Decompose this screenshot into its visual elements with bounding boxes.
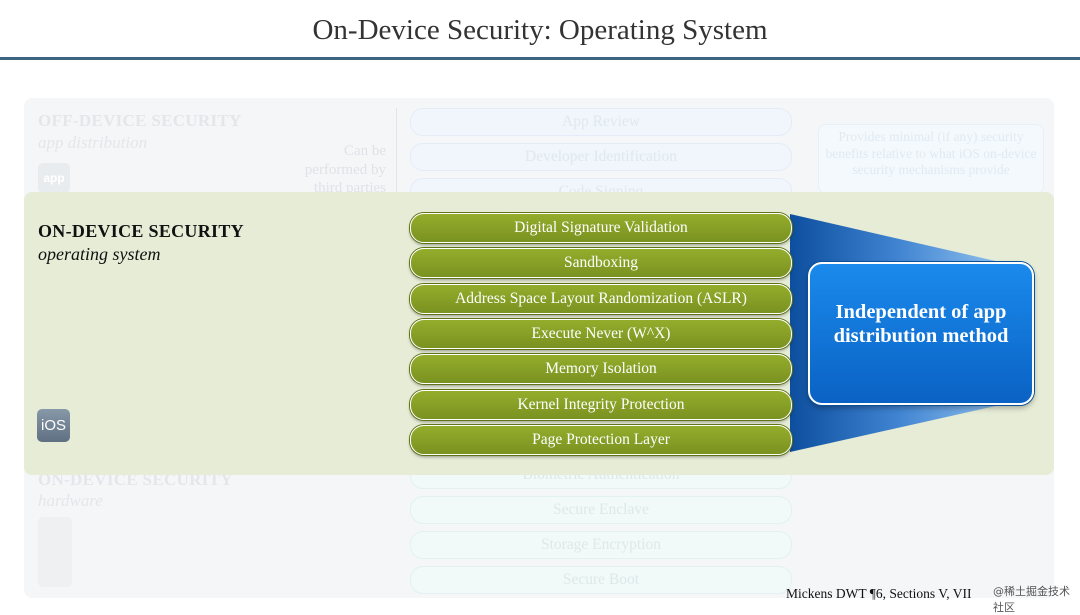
citation: Mickens DWT ¶6, Sections V, VII (786, 586, 972, 601)
slide-title: On-Device Security: Operating System (312, 14, 768, 46)
off-device-layer: Developer Identification (410, 143, 792, 171)
os-layer-pill: Sandboxing (410, 248, 792, 278)
os-layer-pill: Address Space Layout Randomization (ASLR… (410, 284, 792, 314)
watermark: @稀土掘金技术社区 (993, 585, 1070, 614)
os-layer-pill: Digital Signature Validation (410, 213, 792, 243)
app-icon: app (38, 163, 70, 193)
hardware-layer: Secure Enclave (410, 496, 792, 524)
ios-icon: iOS (37, 409, 70, 442)
os-layer-pill: Kernel Integrity Protection (410, 390, 792, 420)
phone-icon (38, 517, 72, 587)
off-device-layer: App Review (410, 108, 792, 136)
off-device-callout: Provides minimal (if any) security benef… (818, 124, 1044, 194)
title-divider (0, 57, 1080, 60)
off-device-subheading: app distribution (38, 133, 148, 152)
independence-callout: Independent of app distribution method (808, 262, 1034, 405)
hardware-subheading: hardware (38, 491, 103, 510)
os-layer-pill: Page Protection Layer (410, 425, 792, 455)
hardware-layer: Storage Encryption (410, 531, 792, 559)
os-layer-pill: Memory Isolation (410, 354, 792, 384)
off-device-heading: OFF-DEVICE SECURITY (38, 111, 242, 130)
hardware-layer: Secure Boot (410, 566, 792, 594)
off-device-divider (396, 108, 397, 194)
os-layer-pill: Execute Never (W^X) (410, 319, 792, 349)
os-security-subheading: operating system (38, 244, 161, 264)
os-security-heading: ON-DEVICE SECURITY (38, 221, 244, 241)
